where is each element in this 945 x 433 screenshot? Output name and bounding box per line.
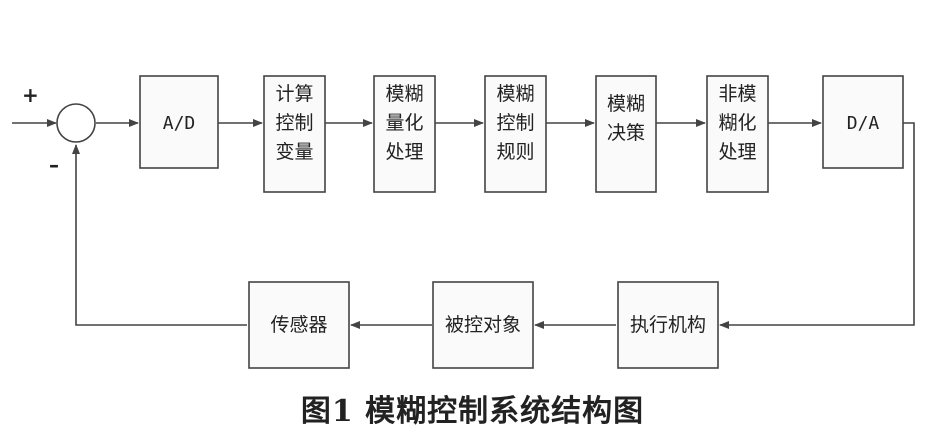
da-to-actuator-line (719, 122, 915, 329)
block-rule-line-3: 规则 (496, 141, 534, 163)
block-rule-line-1: 模糊 (496, 83, 534, 105)
block-da: D/A (822, 75, 904, 169)
block-actuator-label: 执行机构 (630, 314, 706, 336)
block-quant-line-3: 处理 (385, 141, 423, 163)
block-calc-line-3: 变量 (275, 141, 313, 163)
summing-junction (56, 103, 96, 143)
block-controlled-object: 被控对象 (432, 281, 534, 369)
minus-sign: – (49, 153, 59, 177)
block-quant-line-2: 量化 (385, 112, 423, 134)
block-fuzzy-quantization: 模糊 量化 处理 (373, 75, 436, 193)
block-defuzz-line-3: 处理 (718, 141, 756, 163)
block-defuzz-line-1: 非模 (718, 83, 756, 105)
block-fuzzy-control-rules: 模糊 控制 规则 (484, 75, 547, 193)
plus-sign: + (22, 83, 39, 107)
block-calc-line-2: 控制 (275, 112, 313, 134)
block-decision-line-2: 决策 (607, 122, 645, 144)
block-ad-label: A/D (163, 113, 196, 134)
block-sensor: 传感器 (248, 281, 350, 369)
block-calc-control-variable: 计算 控制 变量 (263, 75, 326, 193)
block-rule-line-2: 控制 (496, 112, 534, 134)
block-sensor-label: 传感器 (270, 314, 327, 336)
block-actuator: 执行机构 (617, 281, 719, 369)
block-defuzzification: 非模 糊化 处理 (706, 75, 769, 193)
block-da-label: D/A (847, 113, 880, 134)
block-diagram: + – A/D 计算 控制 变量 模糊 量化 处理 模糊 控制 规则 模糊 决策… (12, 75, 915, 369)
figure-caption: 图1 模糊控制系统结构图 (300, 394, 645, 429)
block-defuzz-line-2: 糊化 (718, 112, 756, 134)
block-decision-line-1: 模糊 (607, 93, 645, 115)
block-quant-line-1: 模糊 (385, 83, 423, 105)
block-calc-line-1: 计算 (275, 83, 313, 105)
feedback-line (72, 144, 247, 326)
block-plant-label: 被控对象 (445, 314, 521, 336)
block-ad: A/D (139, 75, 219, 169)
block-fuzzy-decision: 模糊 决策 (595, 75, 657, 193)
